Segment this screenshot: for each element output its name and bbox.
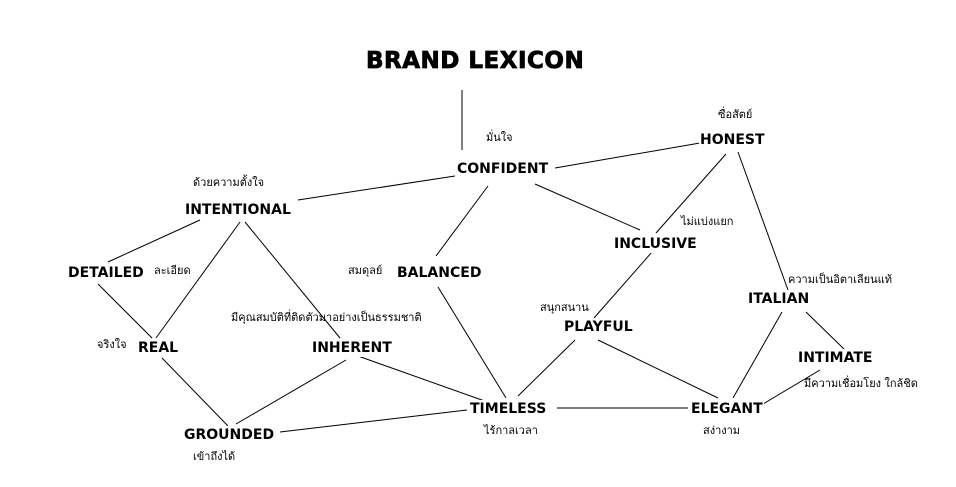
connector-intentional-real [155, 221, 241, 339]
node-grounded: GROUNDED [183, 426, 276, 444]
connector-intimate-elegant [762, 369, 821, 405]
thai-intimate: มีความเชื่อมโยง ใกล้ชิด [804, 377, 918, 390]
thai-real: จริงใจ [97, 338, 127, 351]
page-title: BRAND LEXICON [366, 48, 585, 75]
node-confident: CONFIDENT [456, 160, 550, 178]
thai-timeless: ไร้กาลเวลา [484, 424, 538, 437]
connector-italian-elegant [732, 311, 783, 399]
node-detailed: DETAILED [67, 264, 145, 282]
node-inherent: INHERENT [311, 339, 393, 357]
node-inclusive: INCLUSIVE [613, 235, 698, 253]
connector-confident-balanced [435, 185, 489, 257]
thai-inclusive: ไม่แบ่งแยก [681, 215, 734, 228]
thai-grounded: เข้าถึงได้ [193, 450, 236, 463]
connector-inherent-grounded [235, 359, 347, 425]
connector-honest-italian [737, 151, 789, 291]
connector-italian-intimate [805, 311, 846, 351]
connector-confident-inclusive [534, 183, 641, 231]
thai-intentional: ด้วยความตั้งใจ [193, 176, 265, 189]
connector-detailed-real [97, 283, 153, 339]
node-italian: ITALIAN [747, 290, 811, 308]
connector-intentional-detailed [107, 219, 201, 263]
connector-confident-honest [554, 142, 701, 169]
connector-real-grounded [161, 357, 229, 427]
connector-inclusive-playful [593, 251, 653, 319]
node-elegant: ELEGANT [690, 400, 764, 418]
node-balanced: BALANCED [396, 264, 483, 282]
thai-detailed: ละเอียด [154, 264, 191, 277]
node-intentional: INTENTIONAL [184, 201, 292, 219]
connector-confident-intentional [297, 175, 456, 201]
thai-elegant: สง่างาม [703, 424, 741, 437]
node-intimate: INTIMATE [797, 349, 874, 367]
thai-balanced: สมดุลย์ [348, 264, 383, 277]
node-playful: PLAYFUL [563, 318, 634, 336]
thai-honest: ซื่อสัตย์ [718, 108, 753, 121]
connector-intentional-inherent [244, 221, 341, 339]
thai-playful: สนุกสนาน [540, 301, 589, 314]
connector-balanced-timeless [437, 286, 507, 399]
node-honest: HONEST [699, 131, 766, 149]
node-timeless: TIMELESS [469, 400, 548, 418]
connector-honest-inclusive [655, 153, 727, 234]
thai-italian: ความเป็นอิตาเลียนแท้ [788, 273, 892, 286]
connector-timeless-grounded [279, 409, 468, 433]
connector-playful-elegant [597, 339, 719, 399]
thai-inherent: มีคุณสมบัติที่ติดตัวมาอย่างเป็นธรรมชาติ [231, 311, 422, 324]
connector-inherent-timeless [357, 355, 494, 405]
thai-confident: มั่นใจ [486, 131, 513, 144]
node-real: REAL [137, 339, 180, 357]
connector-playful-timeless [517, 339, 576, 397]
